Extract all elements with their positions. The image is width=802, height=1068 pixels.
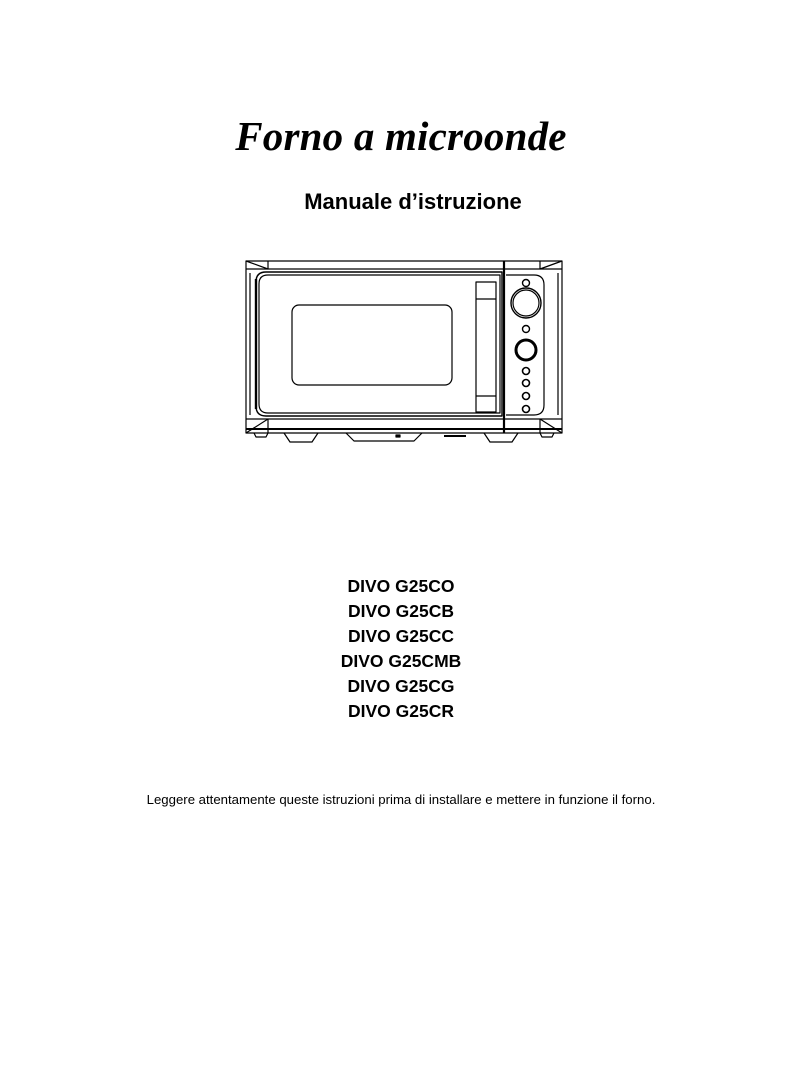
model-list: DIVO G25CO DIVO G25CB DIVO G25CC DIVO G2… [0,574,802,724]
document-subtitle: Manuale d’istruzione [304,189,522,214]
model-item: DIVO G25CMB [340,651,462,671]
microwave-oven-icon [245,260,563,443]
model-item: DIVO G25CR [348,701,454,721]
microwave-oven-illustration [244,259,568,451]
model-item: DIVO G25CG [347,676,455,696]
reading-instruction: Leggere attentamente queste istruzioni p… [146,792,656,807]
model-item: DIVO G25CO [347,576,455,596]
model-item: DIVO G25CC [348,626,454,646]
document-title: Forno a microonde [235,113,567,159]
model-item: DIVO G25CB [348,601,454,621]
